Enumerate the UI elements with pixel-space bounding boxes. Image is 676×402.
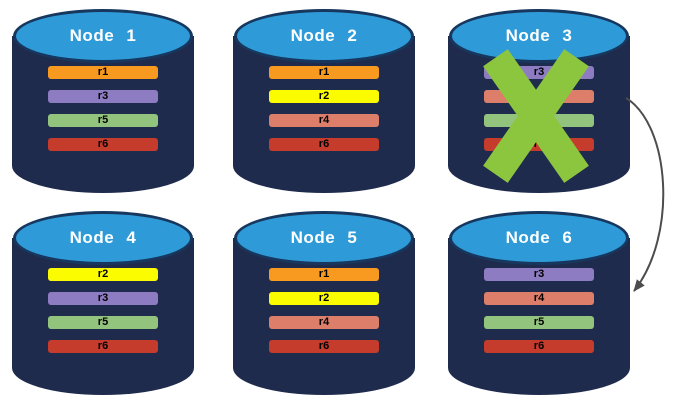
node-title: Node 1	[69, 26, 137, 45]
replica-list: r3 r4 r5 r6	[484, 268, 594, 364]
replica-bar: r3	[484, 66, 594, 79]
replica-list: r1 r3 r5 r6	[48, 66, 158, 162]
cylinder-top: Node 5	[234, 211, 414, 265]
replica-bar: r2	[269, 292, 379, 305]
node-title: Node 3	[505, 26, 573, 45]
cylinder-top: Node 1	[13, 9, 193, 63]
replica-bar: r3	[48, 90, 158, 103]
cylinder-top: Node 3	[449, 9, 629, 63]
node-title: Node 2	[290, 26, 358, 45]
replica-bar: r4	[484, 90, 594, 103]
replica-bar: r5	[48, 114, 158, 127]
replica-list: r1 r2 r4 r6	[269, 66, 379, 162]
node-title: Node 6	[505, 228, 573, 247]
replica-bar: r2	[48, 268, 158, 281]
node-4: Node 4 r2 r3 r5 r6	[12, 211, 194, 395]
replica-bar: r5	[484, 114, 594, 127]
replica-list: r1 r2 r4 r6	[269, 268, 379, 364]
cylinder-top: Node 2	[234, 9, 414, 63]
replica-bar: r4	[484, 292, 594, 305]
replica-bar: r2	[269, 90, 379, 103]
replica-list: r2 r3 r5 r6	[48, 268, 158, 364]
replica-bar: r6	[48, 138, 158, 151]
replica-bar: r6	[48, 340, 158, 353]
replica-bar: r5	[48, 316, 158, 329]
replica-bar: r6	[269, 340, 379, 353]
node3-to-node6-arrow	[625, 97, 665, 292]
cylinder-top: Node 6	[449, 211, 629, 265]
replica-bar: r3	[48, 292, 158, 305]
replica-bar: r1	[48, 66, 158, 79]
node-6: Node 6 r3 r4 r5 r6	[448, 211, 630, 395]
node-title: Node 5	[290, 228, 358, 247]
node-1: Node 1 r1 r3 r5 r6	[12, 9, 194, 193]
replica-bar: r4	[269, 316, 379, 329]
replica-bar: r1	[269, 66, 379, 79]
replica-bar: r3	[484, 268, 594, 281]
node-3: Node 3 r3 r4 r5 r6	[448, 9, 630, 193]
replica-bar: r6	[484, 340, 594, 353]
node-5: Node 5 r1 r2 r4 r6	[233, 211, 415, 395]
replica-bar: r1	[269, 268, 379, 281]
replica-list: r3 r4 r5 r6	[484, 66, 594, 162]
node-title: Node 4	[69, 228, 137, 247]
cylinder-top: Node 4	[13, 211, 193, 265]
replica-bar: r4	[269, 114, 379, 127]
replica-bar: r5	[484, 316, 594, 329]
replica-bar: r6	[484, 138, 594, 151]
node-2: Node 2 r1 r2 r4 r6	[233, 9, 415, 193]
replica-bar: r6	[269, 138, 379, 151]
